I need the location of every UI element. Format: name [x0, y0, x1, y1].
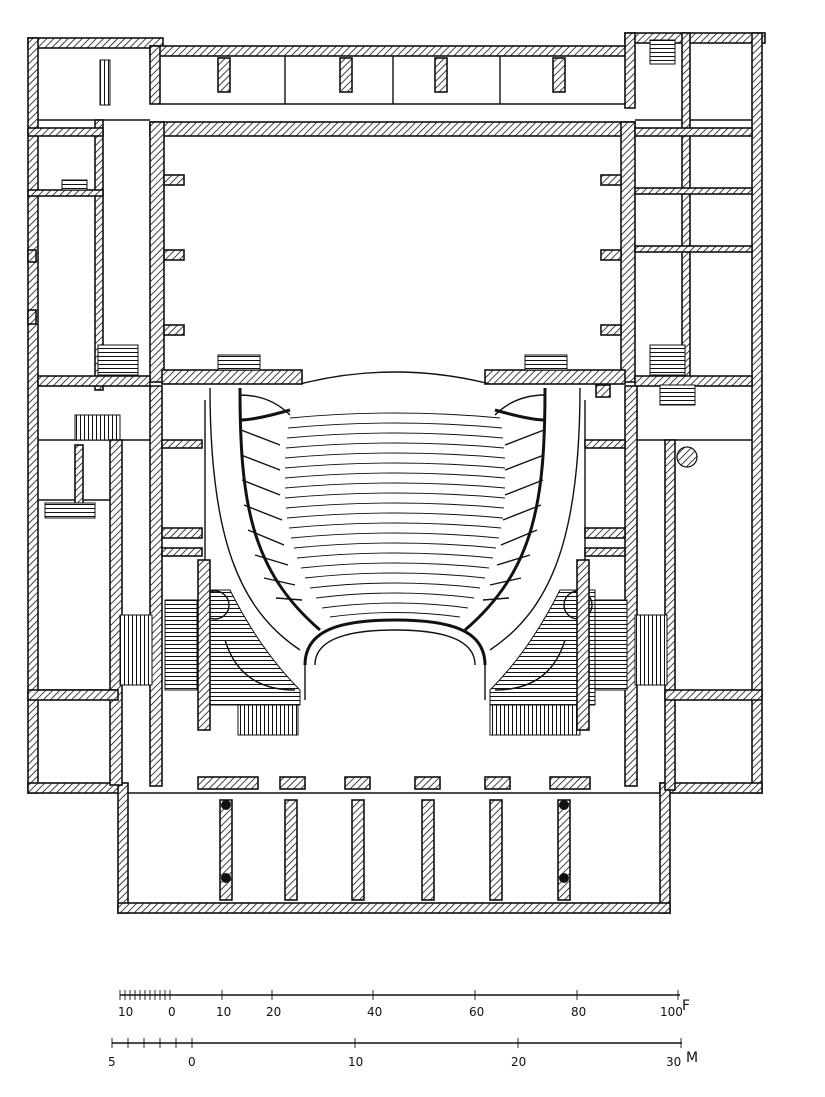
scale-bar-feet: 10 0 10 20 40 60 80 100 F: [118, 990, 690, 1019]
scale-feet-label-3: 20: [266, 1005, 281, 1019]
foyer: [128, 776, 660, 901]
seating-rows: [284, 412, 506, 618]
stage: [149, 121, 636, 383]
scale-m-label-1: 0: [188, 1055, 196, 1069]
scale-m-label-3: 20: [511, 1055, 526, 1069]
scale-m-label-4: 30: [666, 1055, 681, 1069]
box-partitions-left: [240, 429, 303, 601]
scale-m-unit: M: [686, 1050, 698, 1066]
outer-walls: [27, 32, 766, 914]
scale-feet-label-2: 10: [216, 1005, 231, 1019]
scale-m-label-2: 10: [348, 1055, 363, 1069]
right-wing: [624, 32, 763, 791]
scale-feet-label-0: 10: [118, 1005, 133, 1019]
top-rooms: [38, 32, 752, 121]
scale-feet-label-7: 100: [660, 1005, 683, 1019]
box-partitions-right: [482, 429, 545, 601]
scale-feet-label-6: 80: [571, 1005, 586, 1019]
auditorium: [119, 354, 668, 736]
scale-m-label-0: 5: [108, 1055, 116, 1069]
left-wing: [27, 119, 163, 787]
scale-feet-label-4: 40: [367, 1005, 382, 1019]
scale-feet-unit: F: [682, 998, 690, 1014]
scale-feet-label-5: 60: [469, 1005, 484, 1019]
scale-feet-label-1: 0: [168, 1005, 176, 1019]
scale-bar-meters: 5 0 10 20 30 M: [108, 1038, 698, 1069]
